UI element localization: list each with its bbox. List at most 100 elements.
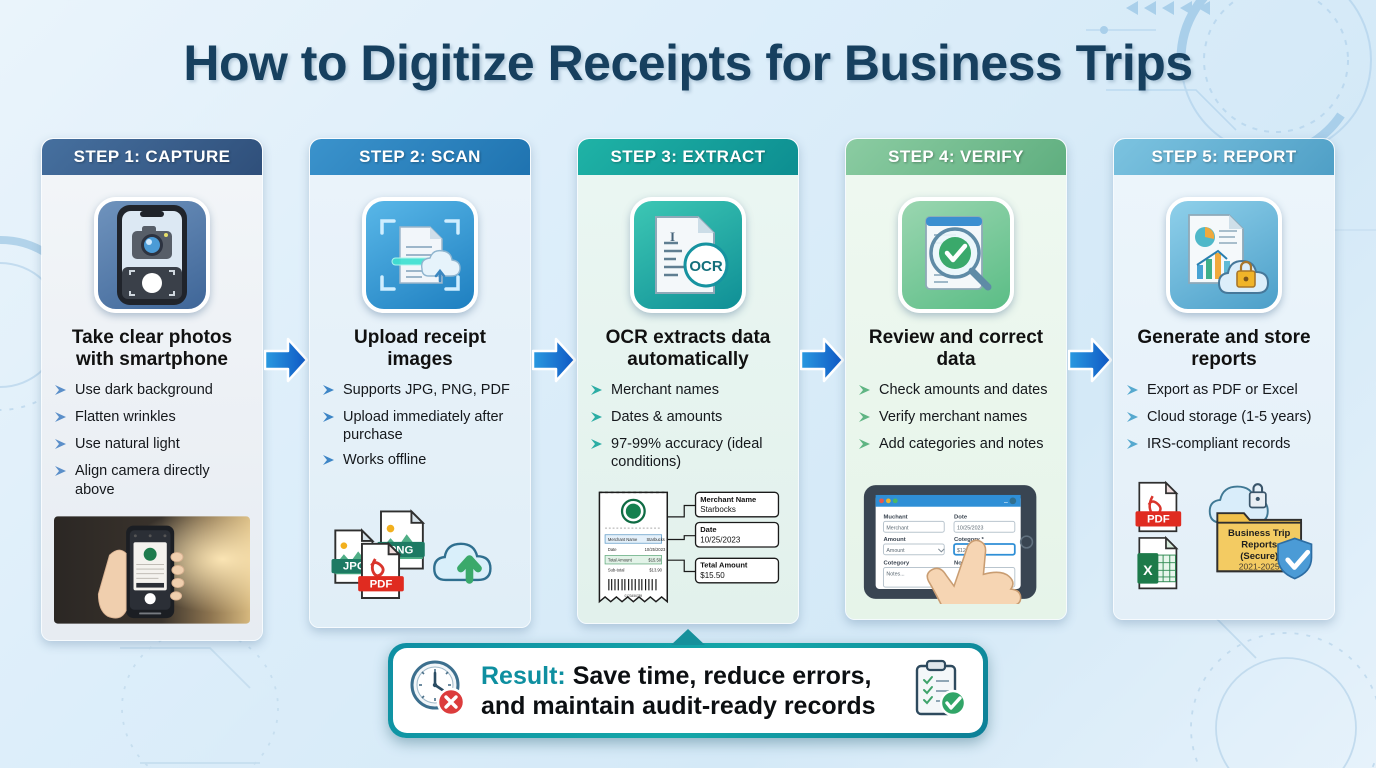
photo-of-hand-holding-phone-scanning-receipt (54, 516, 250, 624)
result-pointer (671, 629, 705, 645)
pdf-label: PDF (1147, 514, 1170, 526)
step-1-header: STEP 1: CAPTURE (42, 139, 262, 175)
bullet-text: Verify merchant names (879, 409, 1028, 426)
svg-text:10/25/2023: 10/25/2023 (645, 546, 666, 551)
bullet-arrow-icon (54, 410, 68, 428)
callout-value: Starbocks (700, 505, 736, 514)
pdf-excel-icons-and-secure-cloud-folder: PDF X (1135, 481, 1313, 590)
step-card-1[interactable]: STEP 1: CAPTURE (41, 138, 263, 641)
step-2-figure: PNG JPG (322, 503, 518, 615)
callout-label: Date (700, 524, 716, 533)
step-5-figure: PDF X (1126, 478, 1322, 596)
result-label: Result: (481, 661, 566, 690)
folder-label-line3: (Secure) (1240, 551, 1278, 562)
bullet-text: Export as PDF or Excel (1147, 382, 1298, 399)
svg-text:$15.50: $15.50 (648, 557, 661, 562)
step-card-3[interactable]: STEP 3: EXTRACT I OCR OCR extracts data … (577, 138, 799, 624)
step-1-bullets: Use dark background Flatten wrinkles Use… (54, 381, 250, 506)
step-2-bullets: Supports JPG, PNG, PDF Upload immediatel… (322, 381, 518, 479)
connector-arrow-2 (531, 138, 577, 582)
right-arrow-icon (264, 337, 308, 383)
svg-text:0123456789: 0123456789 (624, 594, 642, 598)
step-3-header: STEP 3: EXTRACT (578, 139, 798, 175)
step-5-bullets: Export as PDF or Excel Cloud storage (1-… (1126, 381, 1322, 462)
bullet-arrow-icon (858, 437, 872, 455)
bullet-text: Flatten wrinkles (75, 409, 176, 426)
step-5-title: Generate and store reports (1137, 327, 1311, 371)
bullet-arrow-icon (858, 410, 872, 428)
result-line2: and maintain audit-ready records (481, 691, 876, 720)
step-card-2[interactable]: STEP 2: SCAN (309, 138, 531, 628)
ocr-label: OCR (689, 258, 723, 275)
bullet-text: 97-99% accuracy (ideal conditions) (611, 436, 763, 471)
form-value: Merchant (886, 526, 909, 532)
step-card-4[interactable]: STEP 4: VERIFY (845, 138, 1067, 620)
folder-label-line1: Business Trip (1228, 528, 1290, 539)
list-item: Verify merchant names (858, 408, 1054, 428)
list-item: Use natural light (54, 435, 250, 455)
bullet-arrow-icon (54, 383, 68, 401)
step-card-5[interactable]: STEP 5: REPORT (1113, 138, 1335, 620)
bullet-text: Add categories and notes (879, 436, 1044, 453)
bullet-text: Check amounts and dates (879, 382, 1048, 399)
list-item: Dates & amounts (590, 408, 786, 428)
list-item: Export as PDF or Excel (1126, 381, 1322, 401)
bullet-arrow-icon (590, 437, 604, 455)
bullet-text: Use natural light (75, 436, 180, 453)
list-item: Flatten wrinkles (54, 408, 250, 428)
list-item: 97-99% accuracy (ideal conditions) (590, 435, 786, 471)
svg-text:Merchant Name: Merchant Name (608, 536, 638, 541)
right-arrow-icon (532, 337, 576, 383)
callout-label: Merchant Name (700, 494, 756, 503)
result-line1: Save time, reduce errors, (572, 661, 872, 690)
form-label: Cotegory (883, 561, 910, 567)
list-item: Supports JPG, PNG, PDF (322, 381, 518, 401)
magnifier-check-icon (898, 197, 1014, 313)
svg-text:I: I (670, 229, 675, 244)
list-item: Upload immediately after purchase (322, 408, 518, 444)
result-banner: Result: Save time, reduce errors, and ma… (388, 643, 988, 738)
svg-text:$13.90: $13.90 (649, 567, 662, 572)
document-scan-upload-icon (362, 197, 478, 313)
bullet-arrow-icon (1126, 383, 1140, 401)
svg-text:Sub-total: Sub-total (608, 567, 625, 572)
list-item: Check amounts and dates (858, 381, 1054, 401)
steps-row: STEP 1: CAPTURE (0, 138, 1376, 641)
svg-text:Total Amount: Total Amount (608, 557, 633, 562)
step-4-title: Review and correct data (868, 327, 1044, 371)
step-2-header: STEP 2: SCAN (310, 139, 530, 175)
step-4-header: STEP 4: VERIFY (846, 139, 1066, 175)
right-arrow-icon (1068, 337, 1112, 383)
connector-arrow-3 (799, 138, 845, 582)
connector-arrow-1 (263, 138, 309, 582)
form-label: Muchant (883, 515, 907, 521)
list-item: Merchant names (590, 381, 786, 401)
svg-text:–: – (1004, 499, 1008, 506)
list-item: IRS-compliant records (1126, 435, 1322, 455)
bullet-arrow-icon (54, 437, 68, 455)
bullet-arrow-icon (322, 383, 336, 401)
form-label: Amount (883, 537, 905, 543)
bullet-text: Use dark background (75, 382, 213, 399)
result-banner-wrap: Result: Save time, reduce errors, and ma… (388, 629, 988, 738)
bullet-arrow-icon (590, 410, 604, 428)
svg-text:Starbucks: Starbucks (647, 536, 665, 541)
bullet-arrow-icon (54, 464, 68, 482)
form-value: $12.50 (957, 548, 973, 554)
form-value: Notes... (886, 572, 904, 578)
smartphone-camera-icon (94, 197, 210, 313)
form-label: Dote (954, 515, 968, 521)
list-item: Add categories and notes (858, 435, 1054, 455)
ocr-document-icon: I OCR (630, 197, 746, 313)
step-5-header: STEP 5: REPORT (1114, 139, 1334, 175)
svg-text:JPG: JPG (343, 560, 366, 572)
bullet-arrow-icon (322, 453, 336, 471)
report-chart-cloud-lock-icon (1166, 197, 1282, 313)
callout-value: 10/25/2023 (700, 535, 741, 544)
right-arrow-icon (800, 337, 844, 383)
form-value: 10/25/2023 (957, 526, 983, 532)
form-label: Cotegory * (954, 537, 984, 543)
step-3-title: OCR extracts data automatically (605, 327, 771, 371)
step-4-figure: – Muchant Dote Amount Cotegory * Cotegor… (858, 480, 1054, 605)
